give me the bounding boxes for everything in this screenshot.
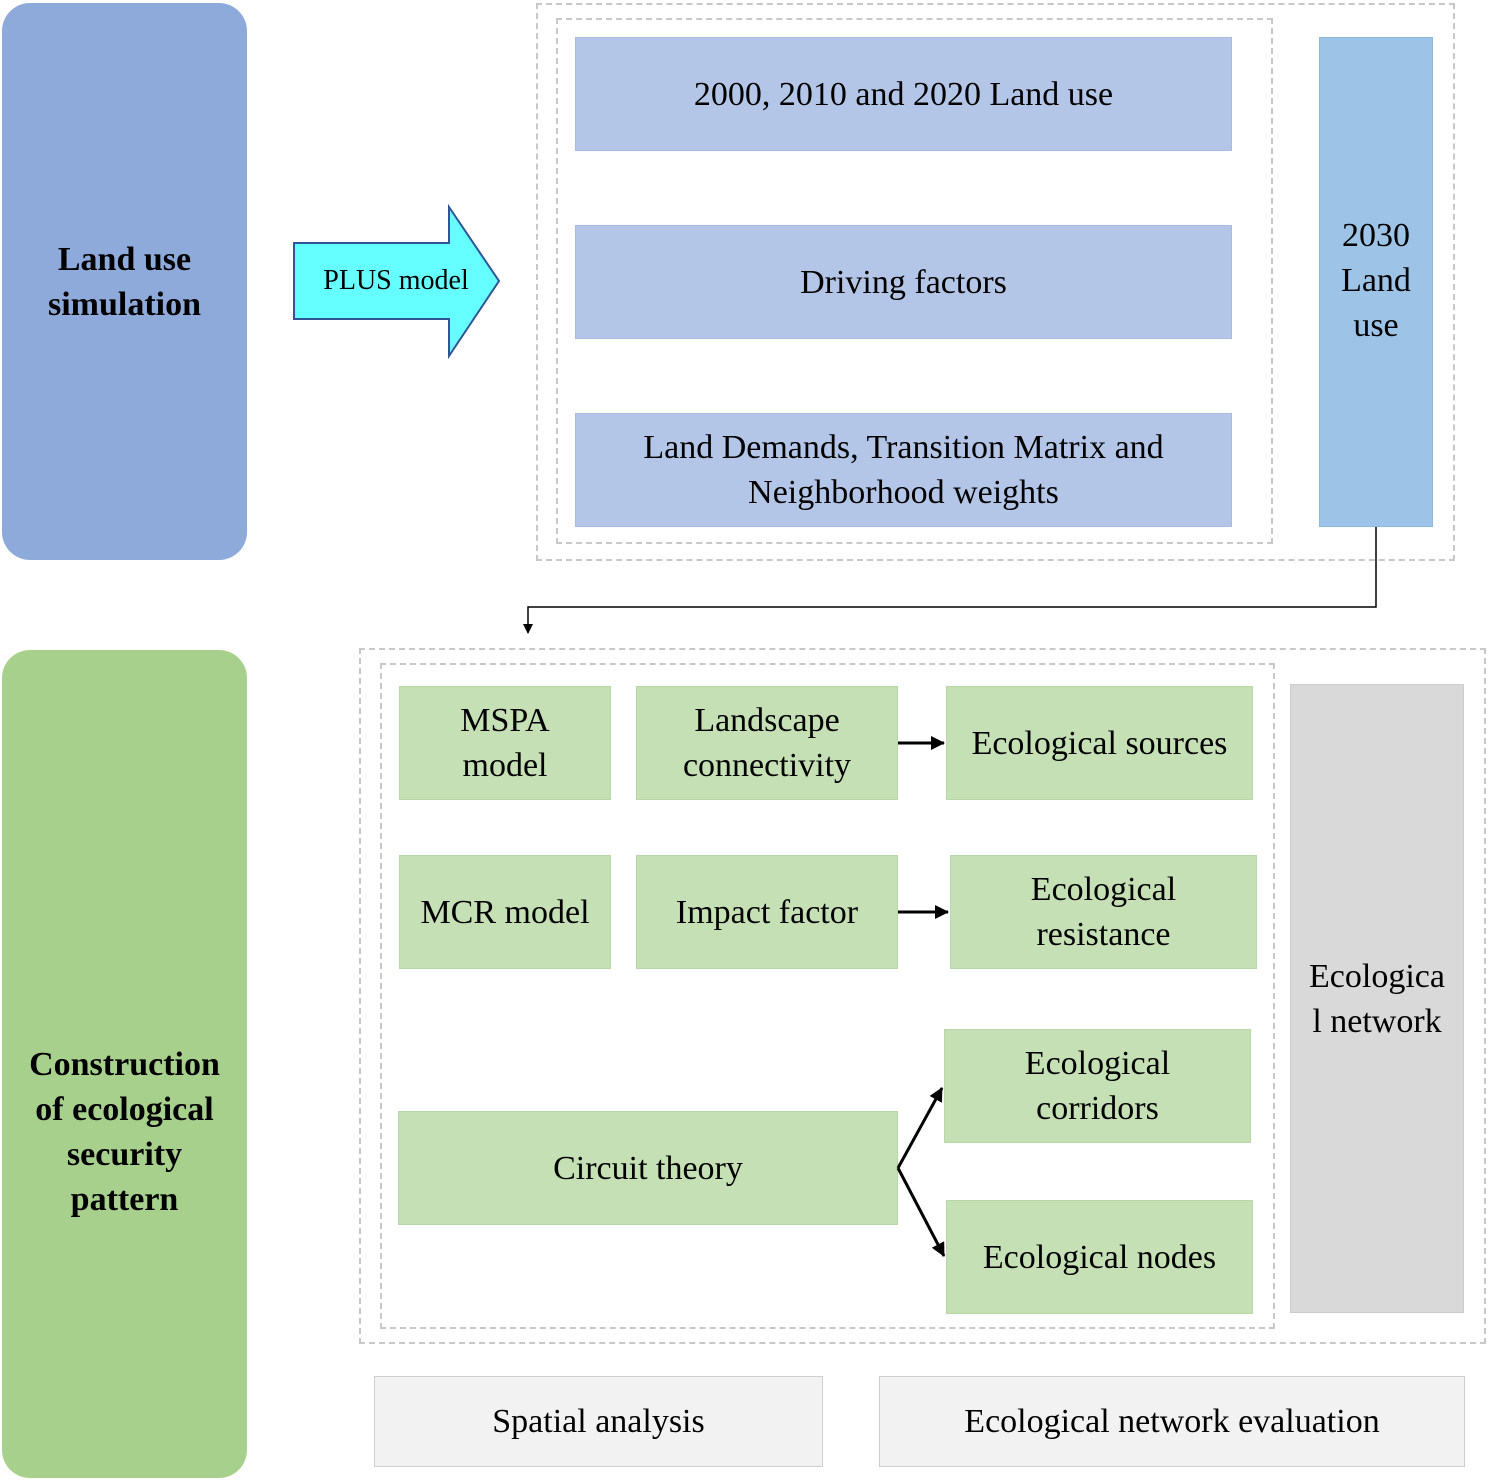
impact-factor-label: Impact factor xyxy=(675,893,859,931)
mcr-model-label: MCR model xyxy=(420,893,590,931)
ecological-sources-box: Ecological sources xyxy=(946,686,1253,800)
mspa-model-label: MSPA model xyxy=(460,702,550,784)
circuit-to-nodes-arrow xyxy=(896,1167,946,1257)
land-use-history-box: 2000, 2010 and 2020 Land use xyxy=(575,37,1232,151)
land-use-2030-label: 2030 Land use xyxy=(1341,217,1411,344)
spatial-analysis-label: Spatial analysis xyxy=(492,1403,705,1440)
circuit-theory-box: Circuit theory xyxy=(398,1111,898,1225)
land-demands-box: Land Demands, Transition Matrix and Neig… xyxy=(575,413,1232,527)
ecological-corridors-label: Ecological corridors xyxy=(1024,1045,1171,1127)
ecological-sources-label: Ecological sources xyxy=(971,724,1228,762)
spatial-analysis-box: Spatial analysis xyxy=(374,1376,823,1467)
ecological-outer-container xyxy=(359,648,1486,1344)
land-use-inner-container xyxy=(556,18,1273,544)
ecological-nodes-box: Ecological nodes xyxy=(946,1200,1253,1314)
ecological-nodes-label: Ecological nodes xyxy=(982,1238,1217,1276)
ecological-network-box: Ecologica l network xyxy=(1290,684,1464,1313)
driving-factors-label: Driving factors xyxy=(800,263,1007,301)
ecological-network-label: Ecologica l network xyxy=(1309,957,1445,1040)
network-evaluation-box: Ecological network evaluation xyxy=(879,1376,1465,1467)
landscape-connectivity-box: Landscape connectivity xyxy=(636,686,898,800)
mcr-model-box: MCR model xyxy=(399,855,611,969)
ecological-resistance-label: Ecological resistance xyxy=(1030,871,1177,953)
mspa-model-box: MSPA model xyxy=(399,686,611,800)
ecological-security-panel: Construction of ecological security patt… xyxy=(2,650,247,1478)
ecological-corridors-box: Ecological corridors xyxy=(944,1029,1251,1143)
plus-model-label-wrap: PLUS model xyxy=(296,262,496,300)
land-use-2030-box: 2030 Land use xyxy=(1319,37,1433,527)
circuit-theory-label: Circuit theory xyxy=(553,1149,743,1187)
network-evaluation-label: Ecological network evaluation xyxy=(964,1403,1380,1440)
land-use-to-ecology-connector xyxy=(523,527,1377,634)
circuit-to-corridors-arrow xyxy=(896,1087,944,1169)
land-demands-label: Land Demands, Transition Matrix and Neig… xyxy=(643,429,1164,511)
ecological-inner-container xyxy=(380,663,1275,1329)
land-use-outer-container xyxy=(536,3,1455,561)
ecological-resistance-box: Ecological resistance xyxy=(950,855,1257,969)
landscape-connectivity-label: Landscape connectivity xyxy=(682,702,852,784)
land-use-simulation-label: Land use simulation xyxy=(47,240,202,323)
plus-model-label: PLUS model xyxy=(323,265,469,296)
land-use-simulation-panel: Land use simulation xyxy=(2,3,247,560)
impact-factor-box: Impact factor xyxy=(636,855,898,969)
plus-model-arrow-icon xyxy=(293,203,501,360)
land-use-history-label: 2000, 2010 and 2020 Land use xyxy=(693,75,1114,113)
driving-factors-box: Driving factors xyxy=(575,225,1232,339)
ecological-security-label: Construction of ecological security patt… xyxy=(29,1046,220,1218)
